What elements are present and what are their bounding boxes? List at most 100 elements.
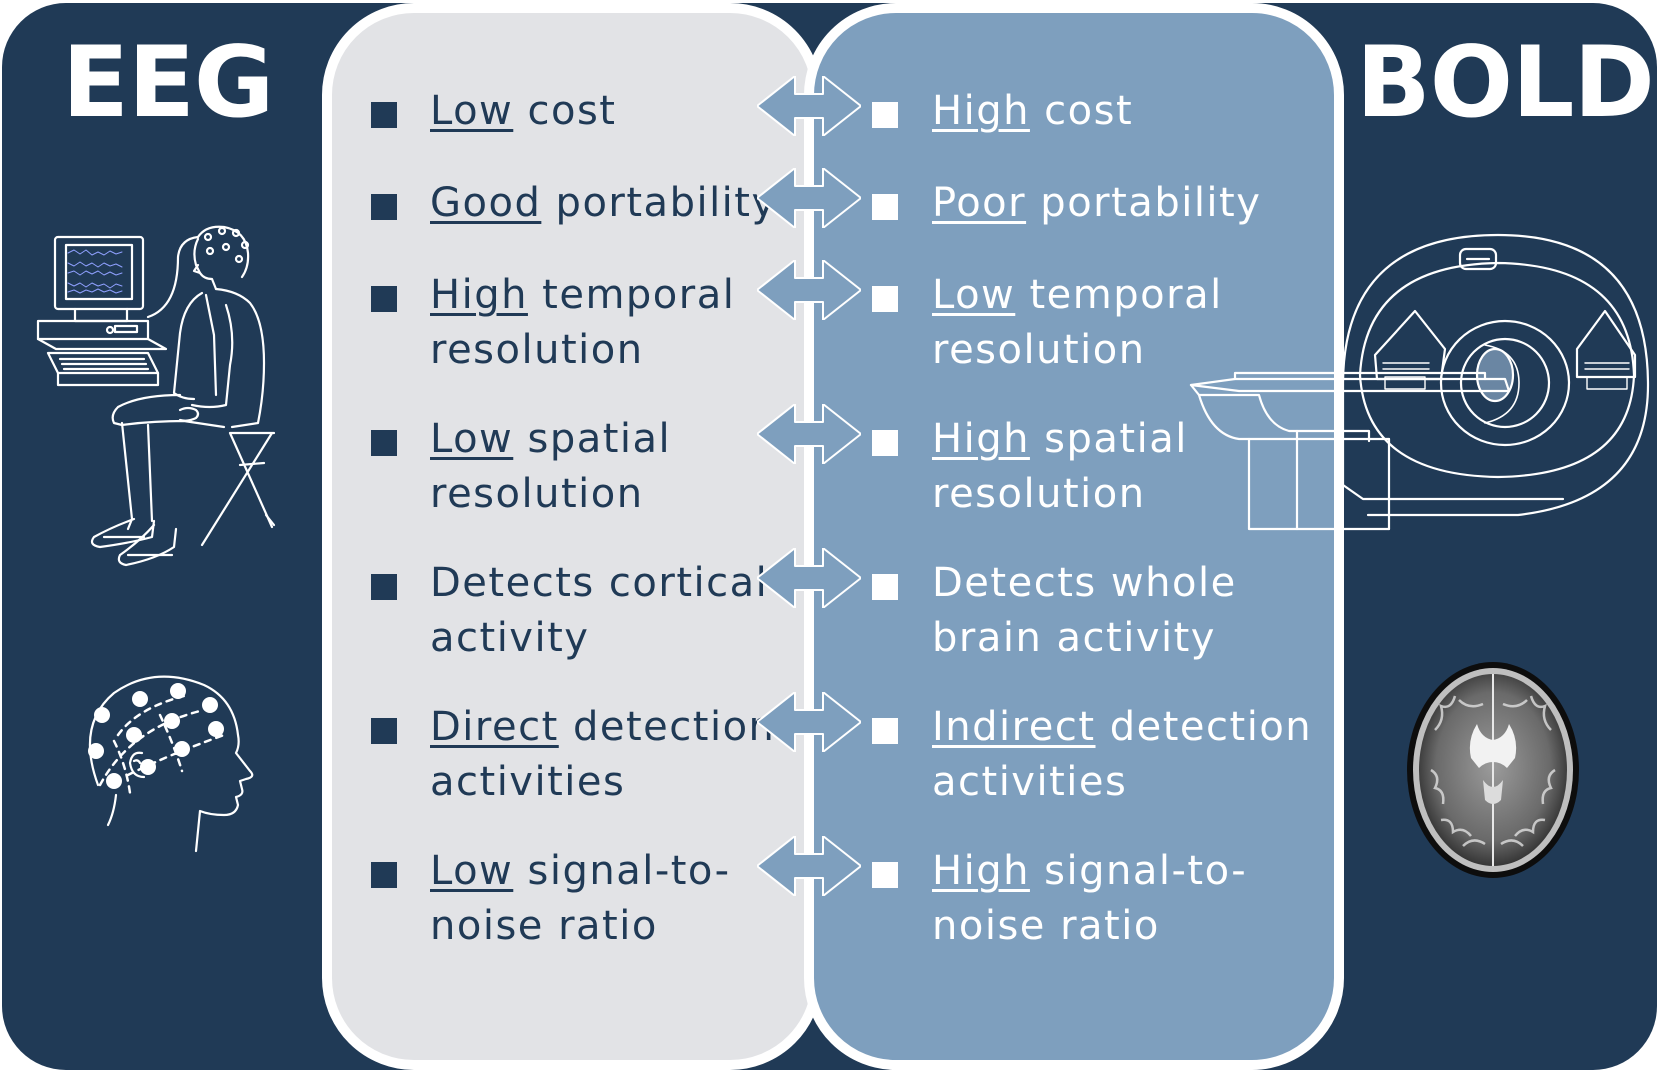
property-line-2: resolution — [430, 471, 644, 517]
key-term: Low — [430, 416, 514, 462]
property-rest: spatial — [1029, 416, 1188, 462]
eeg-bullet — [371, 286, 397, 312]
eeg-bullet — [371, 862, 397, 888]
property-line-1: High temporal — [430, 268, 735, 323]
property-line-2: noise ratio — [430, 903, 658, 949]
key-term: Low — [430, 848, 514, 894]
property-line-1: High cost — [932, 84, 1133, 139]
property-line-1: Low signal-to- — [430, 844, 731, 899]
bold-properties-panel — [804, 3, 1344, 1070]
property-line-1: Detects whole — [932, 556, 1237, 611]
bold-property-text: High cost — [932, 84, 1133, 139]
axial-brain-mri-image — [1407, 662, 1579, 878]
double-arrow-icon — [757, 836, 861, 896]
property-line-1: High spatial — [932, 412, 1188, 467]
property-line-1: Direct detection — [430, 700, 775, 755]
property-rest: cost — [513, 88, 617, 134]
double-arrow-icon — [757, 692, 861, 752]
property-rest: signal-to- — [1029, 848, 1248, 894]
property-line-1: Indirect detection — [932, 700, 1312, 755]
key-term: Indirect — [932, 704, 1096, 750]
eeg-property-text: Low signal-to-noise ratio — [430, 844, 731, 954]
property-rest: spatial — [513, 416, 672, 462]
bold-property-text: Poor portability — [932, 176, 1261, 231]
key-term: Poor — [932, 180, 1027, 226]
bold-property-text: High signal-to-noise ratio — [932, 844, 1247, 954]
property-rest: cost — [1029, 88, 1134, 134]
key-term: Low — [932, 272, 1016, 318]
property-line-1: High signal-to- — [932, 844, 1247, 899]
property-rest: detection — [1095, 704, 1313, 750]
property-line-1: Low temporal — [932, 268, 1223, 323]
property-line-2: noise ratio — [932, 903, 1160, 949]
person-with-eeg-cap-at-computer-icon — [36, 225, 276, 567]
bold-bullet — [872, 194, 898, 220]
bold-bullet — [872, 430, 898, 456]
property-rest: temporal — [1015, 272, 1223, 318]
eeg-bullet — [371, 430, 397, 456]
head-with-electrodes-icon — [88, 675, 254, 853]
eeg-bullet — [371, 718, 397, 744]
property-line-1: Low spatial — [430, 412, 671, 467]
property-rest: temporal — [527, 272, 736, 318]
property-line-1: Poor portability — [932, 176, 1261, 231]
eeg-title: EEG — [62, 26, 274, 140]
property-line-2: activities — [932, 759, 1128, 805]
bold-bullet — [872, 574, 898, 600]
eeg-property-text: Good portability — [430, 176, 777, 231]
bold-bullet — [872, 102, 898, 128]
property-rest: detection — [558, 704, 776, 750]
bold-property-text: Detects whole brain activity — [932, 556, 1237, 666]
property-rest: portability — [1026, 180, 1262, 226]
double-arrow-icon — [757, 404, 861, 464]
property-rest: portability — [541, 180, 777, 226]
property-line-1: Good portability — [430, 176, 777, 231]
bold-bullet — [872, 862, 898, 888]
double-arrow-icon — [757, 168, 861, 228]
property-line-2: resolution — [430, 327, 644, 373]
property-line-2: brain activity — [932, 615, 1216, 661]
key-term: High — [932, 416, 1030, 462]
property-line-1: Low cost — [430, 84, 616, 139]
double-arrow-icon — [757, 260, 861, 320]
eeg-properties-panel — [322, 3, 822, 1070]
key-term: Good — [430, 180, 542, 226]
key-term: High — [932, 848, 1030, 894]
key-term: Direct — [430, 704, 559, 750]
property-rest: Detects cortical — [430, 560, 769, 606]
property-line-2: activity — [430, 615, 590, 661]
bold-bullet — [872, 286, 898, 312]
double-arrow-icon — [757, 548, 861, 608]
bold-title: BOLD — [1356, 26, 1655, 140]
property-line-2: resolution — [932, 327, 1146, 373]
property-line-2: activities — [430, 759, 626, 805]
key-term: High — [430, 272, 528, 318]
eeg-property-text: Detects cortical activity — [430, 556, 768, 666]
eeg-bullet — [371, 574, 397, 600]
mri-scanner-icon — [1189, 233, 1650, 531]
eeg-property-text: Low cost — [430, 84, 616, 139]
property-rest: Detects whole — [932, 560, 1237, 606]
property-line-1: Detects cortical — [430, 556, 768, 611]
key-term: High — [932, 88, 1030, 134]
key-term: Low — [430, 88, 514, 134]
double-arrow-icon — [757, 76, 861, 136]
eeg-bullet — [371, 194, 397, 220]
property-rest: signal-to- — [513, 848, 731, 894]
bold-bullet — [872, 718, 898, 744]
comparison-row: Detects cortical activity Detects whole bra… — [0, 548, 1661, 696]
property-line-2: resolution — [932, 471, 1146, 517]
